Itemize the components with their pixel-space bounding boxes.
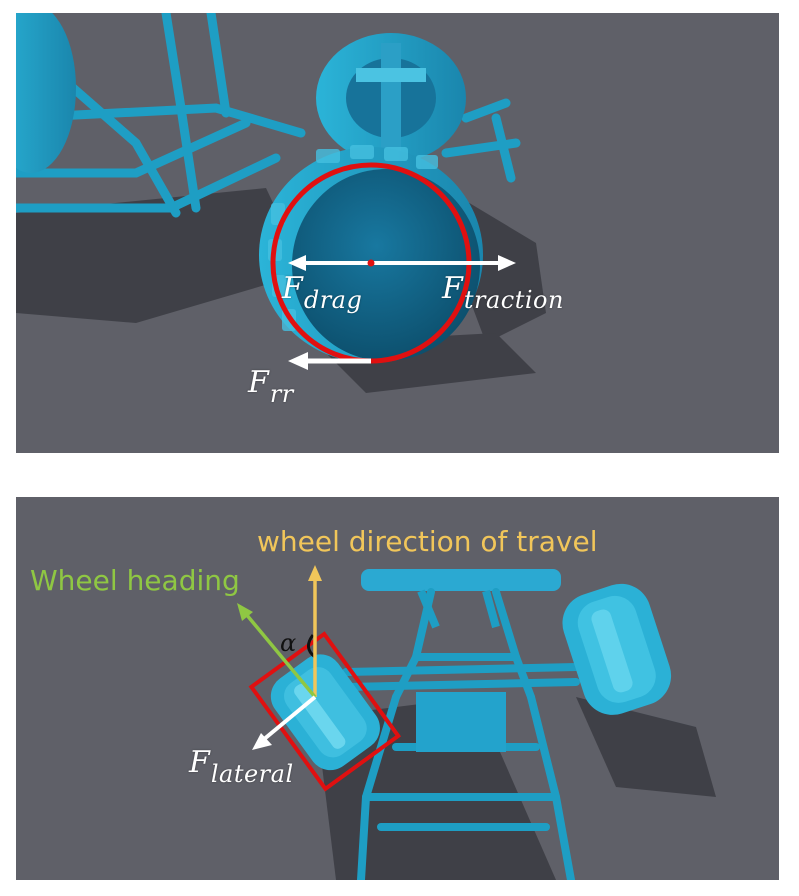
traction-force-arrow <box>371 255 516 271</box>
wheel-outline <box>248 631 402 792</box>
rear-wheel-scene <box>16 13 779 453</box>
left-front-wheel <box>270 654 380 771</box>
far-rear-wheel <box>316 33 466 163</box>
rear-wheel-forces-panel: Fdrag Ftraction Frr <box>16 13 779 453</box>
slip-angle-label: α <box>280 629 297 657</box>
top-view-scene <box>16 497 779 880</box>
rolling-resistance-label: Frr <box>248 365 294 408</box>
slip-angle-arc <box>307 634 316 659</box>
wheel-center-point <box>367 259 375 267</box>
rolling-resistance-arrow <box>288 352 371 370</box>
slip-angle-panel: wheel direction of travel Wheel heading … <box>16 497 779 880</box>
traction-force-label: Ftraction <box>442 271 564 314</box>
drag-force-arrow <box>288 255 371 271</box>
lateral-force-label: Flateral <box>189 745 294 788</box>
wheel-direction-label: wheel direction of travel <box>257 525 598 558</box>
chassis-frame <box>342 588 580 880</box>
left-wheel <box>16 13 76 173</box>
direction-of-travel-arrow <box>308 565 322 697</box>
wheel-heading-label: Wheel heading <box>30 564 240 597</box>
drag-force-label: Fdrag <box>282 271 363 314</box>
seat <box>416 692 506 752</box>
lateral-force-arrow <box>252 695 317 750</box>
wheel-heading-arrow <box>237 603 317 699</box>
right-front-wheel <box>562 583 672 715</box>
